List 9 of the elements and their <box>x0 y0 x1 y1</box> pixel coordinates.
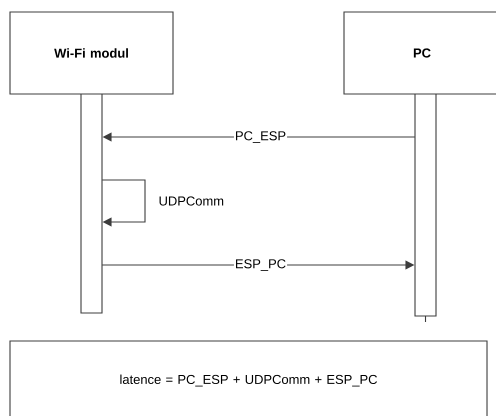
activation-bar <box>80 93 103 314</box>
edge-label: PC_ESP <box>236 131 286 143</box>
formula-box: latence = PC_ESP + UDPComm + ESP_PC <box>9 340 488 416</box>
activation-bar <box>414 93 437 317</box>
arrow <box>102 179 146 227</box>
lifeline-header-box: Wi-Fi modul <box>9 11 174 95</box>
edge-label: UDPComm <box>160 196 224 206</box>
lifeline-header-box: PC <box>343 11 496 95</box>
edge-label: ESP_PC <box>236 259 286 271</box>
